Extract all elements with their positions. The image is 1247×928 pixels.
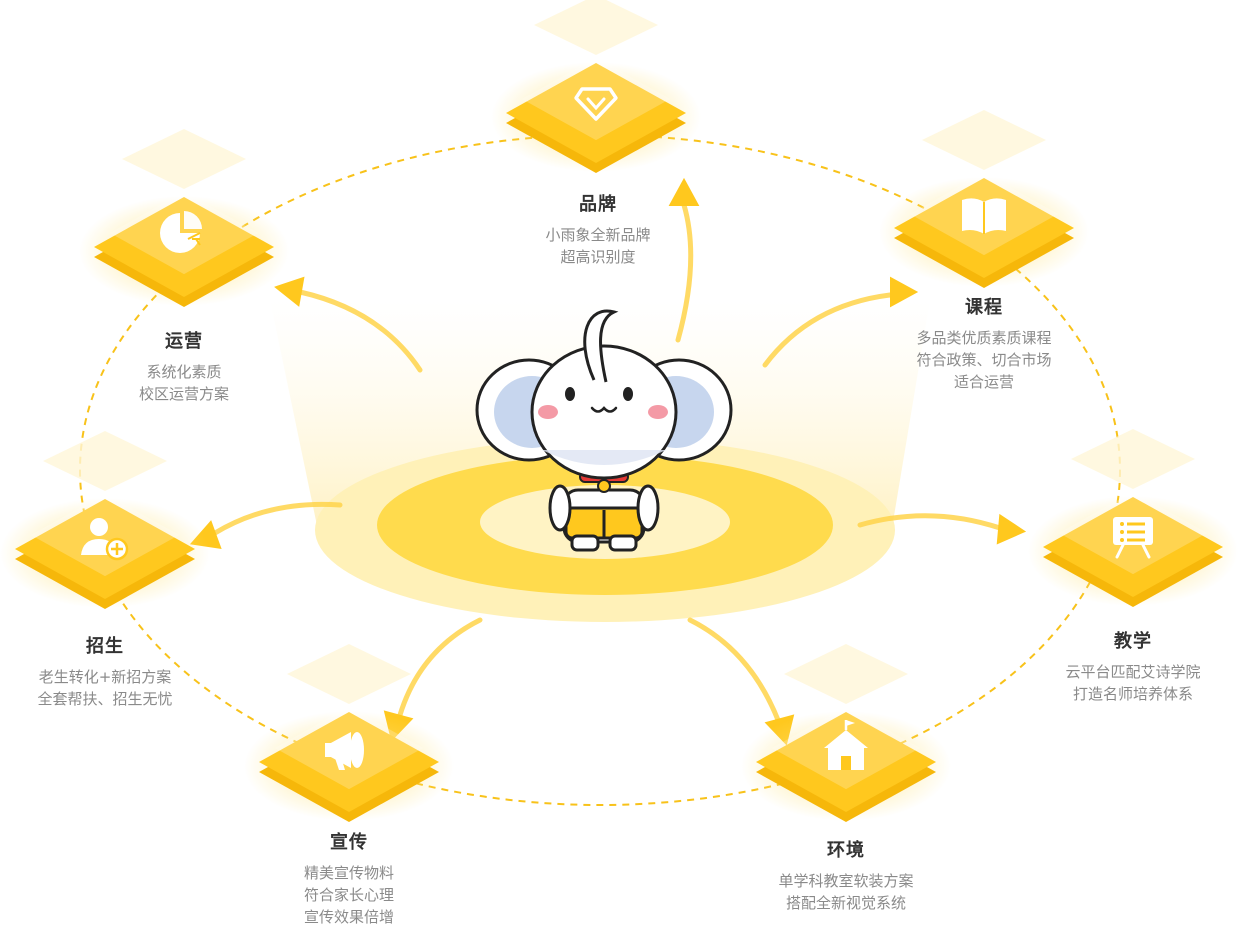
node-description-line: 多品类优质素质课程 <box>916 329 1052 347</box>
node-title: 品牌 <box>579 194 617 215</box>
ghost-diamond <box>784 644 908 704</box>
pie-chart-icon <box>160 211 202 253</box>
node-description: 单学科教室软装方案搭配全新视觉系统 <box>746 870 946 914</box>
node-label-operation: 运营系统化素质校区运营方案 <box>84 327 284 405</box>
ghost-diamond <box>922 110 1046 170</box>
node-description-line: 老生转化+新招方案 <box>38 668 172 686</box>
diamond-top <box>506 63 686 163</box>
node-description-line: 搭配全新视觉系统 <box>785 894 906 912</box>
node-title: 教学 <box>1114 631 1152 652</box>
node-title: 课程 <box>965 297 1003 318</box>
node-description: 多品类优质素质课程符合政策、切合市场适合运营 <box>884 327 1084 393</box>
arrow-course <box>762 276 919 368</box>
node-enrollment <box>0 431 210 609</box>
elephant-mascot-icon <box>475 309 733 552</box>
node-description-line: 单学科教室软装方案 <box>778 872 914 890</box>
node-description-line: 云平台匹配艾诗学院 <box>1065 663 1201 681</box>
node-environment <box>741 644 951 822</box>
node-label-brand: 品牌小雨象全新品牌超高识别度 <box>498 190 698 268</box>
node-description-line: 校区运营方案 <box>138 385 229 403</box>
node-teaching <box>1028 429 1238 607</box>
node-title: 宣传 <box>330 832 368 853</box>
node-description-line: 宣传效果倍增 <box>303 908 394 926</box>
node-course <box>879 110 1089 288</box>
arrow-brand <box>668 177 700 343</box>
node-label-course: 课程多品类优质素质课程符合政策、切合市场适合运营 <box>884 293 1084 393</box>
node-description-line: 符合家长心理 <box>303 886 394 904</box>
node-description: 老生转化+新招方案全套帮扶、招生无忧 <box>5 666 205 710</box>
add-user-icon <box>81 518 129 561</box>
book-icon <box>962 198 1006 234</box>
ghost-diamond <box>122 129 246 189</box>
ghost-diamond <box>43 431 167 491</box>
ghost-diamond <box>287 644 411 704</box>
node-description-line: 系统化素质 <box>146 363 222 381</box>
node-description-line: 精美宣传物料 <box>303 864 394 882</box>
node-title: 环境 <box>827 840 865 861</box>
arrow-teaching <box>857 513 1027 545</box>
ghost-diamond <box>1071 429 1195 489</box>
node-description-line: 超高识别度 <box>560 248 636 266</box>
arrow-operation <box>274 276 423 373</box>
diamond-frame <box>30 493 180 577</box>
node-description-line: 适合运营 <box>953 373 1014 391</box>
schoolhouse-icon <box>824 720 868 770</box>
node-promotion <box>244 644 454 822</box>
node-description: 精美宣传物料符合家长心理宣传效果倍增 <box>249 862 449 928</box>
node-label-teaching: 教学云平台匹配艾诗学院打造名师培养体系 <box>1033 627 1233 705</box>
gem-icon <box>574 87 618 121</box>
node-label-promotion: 宣传精美宣传物料符合家长心理宣传效果倍增 <box>249 828 449 928</box>
node-description-line: 全套帮扶、招生无忧 <box>37 690 173 708</box>
megaphone-icon <box>325 732 364 770</box>
presentation-board-icon <box>1113 517 1153 559</box>
node-label-enrollment: 招生老生转化+新招方案全套帮扶、招生无忧 <box>5 632 205 710</box>
node-description-line: 小雨象全新品牌 <box>545 226 651 244</box>
node-description-line: 符合政策、切合市场 <box>916 351 1052 369</box>
node-title: 招生 <box>86 636 124 657</box>
diamond-frame <box>521 57 671 141</box>
node-label-environment: 环境单学科教室软装方案搭配全新视觉系统 <box>746 836 946 914</box>
diamond-top <box>1043 497 1223 597</box>
node-description: 云平台匹配艾诗学院打造名师培养体系 <box>1033 661 1233 705</box>
node-description: 小雨象全新品牌超高识别度 <box>498 224 698 268</box>
ghost-diamond <box>534 0 658 55</box>
node-diamonds <box>0 0 1238 822</box>
node-brand <box>491 0 701 173</box>
node-description-line: 打造名师培养体系 <box>1072 685 1193 703</box>
node-title: 运营 <box>165 331 203 352</box>
node-description: 系统化素质校区运营方案 <box>84 361 284 405</box>
node-operation <box>79 129 289 307</box>
